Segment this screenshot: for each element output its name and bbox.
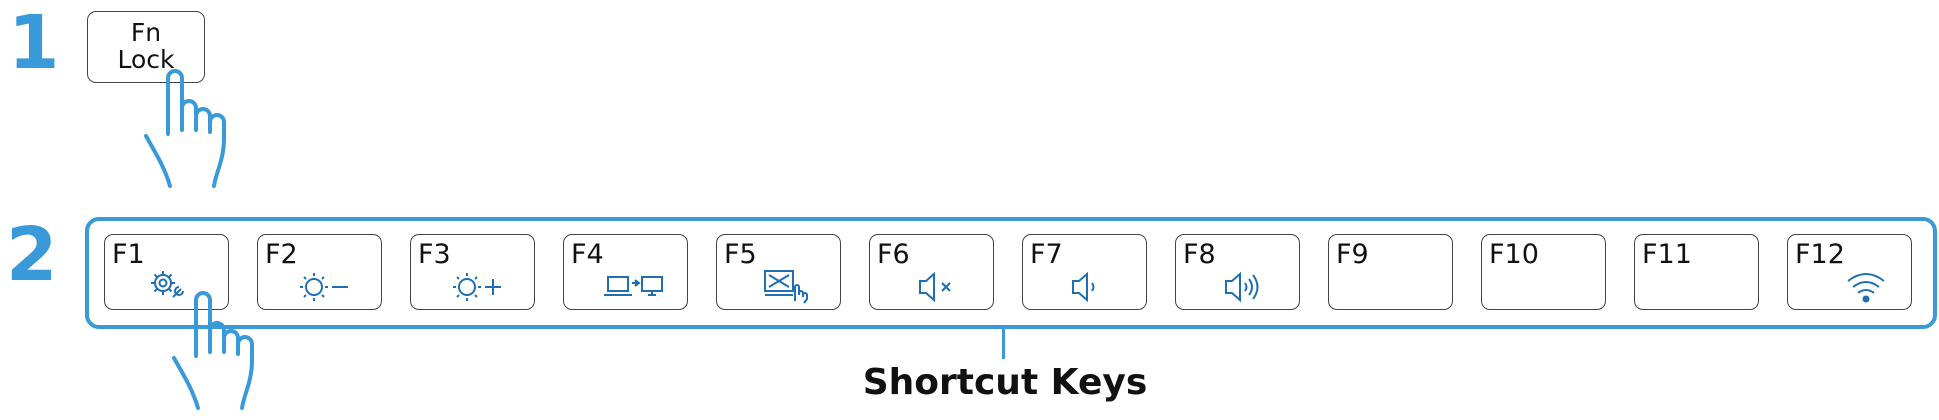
- f12-key[interactable]: F12: [1787, 234, 1912, 310]
- f5-key[interactable]: F5: [716, 234, 841, 310]
- f11-key-label: F11: [1642, 239, 1692, 270]
- f1-key[interactable]: F1: [104, 234, 229, 310]
- mute-icon: [919, 271, 951, 303]
- f2-key[interactable]: F2: [257, 234, 382, 310]
- f4-key[interactable]: F4: [563, 234, 688, 310]
- f2-key-label: F2: [265, 239, 298, 270]
- f6-key[interactable]: F6: [869, 234, 994, 310]
- step-number-2: 2: [6, 212, 58, 298]
- f12-key-label: F12: [1795, 239, 1845, 270]
- fn-lock-label-line2: Lock: [117, 45, 175, 74]
- f11-key[interactable]: F11: [1634, 234, 1759, 310]
- shortcut-keys-panel: [85, 217, 1937, 329]
- f3-key-label: F3: [418, 239, 451, 270]
- f3-key[interactable]: F3: [410, 234, 535, 310]
- f7-key-label: F7: [1030, 239, 1063, 270]
- f1-key-label: F1: [112, 239, 145, 270]
- shortcut-keys-caption: Shortcut Keys: [862, 362, 1148, 403]
- f6-key-label: F6: [877, 239, 910, 270]
- f8-key[interactable]: F8: [1175, 234, 1300, 310]
- caption-connector-line: [1002, 329, 1005, 359]
- brightness-up-icon: [453, 273, 501, 301]
- f9-key-label: F9: [1336, 239, 1369, 270]
- fn-lock-key[interactable]: Fn Lock: [87, 11, 205, 83]
- wifi-icon: [1847, 273, 1885, 303]
- brightness-down-icon: [300, 273, 348, 301]
- f10-key[interactable]: F10: [1481, 234, 1606, 310]
- touchpad-toggle-icon: [764, 270, 808, 304]
- settings-wrench-icon: [151, 271, 184, 298]
- volume-up-icon: [1225, 271, 1259, 303]
- f8-key-label: F8: [1183, 239, 1216, 270]
- display-switch-icon: [604, 276, 663, 296]
- f9-key[interactable]: F9: [1328, 234, 1453, 310]
- f7-key[interactable]: F7: [1022, 234, 1147, 310]
- f10-key-label: F10: [1489, 239, 1539, 270]
- f4-key-label: F4: [571, 239, 604, 270]
- pointing-hand-icon: [144, 69, 226, 188]
- fn-lock-label-line1: Fn: [130, 18, 162, 47]
- volume-down-icon: [1072, 271, 1095, 303]
- step-number-1: 1: [8, 0, 60, 86]
- f5-key-label: F5: [724, 239, 757, 270]
- pointing-hand-icon: [172, 291, 254, 410]
